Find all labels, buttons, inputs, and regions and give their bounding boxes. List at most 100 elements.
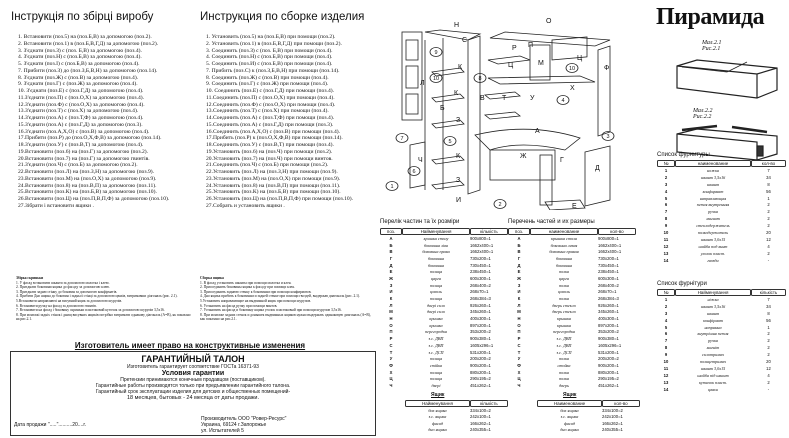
table-cell: 14 xyxy=(663,386,669,392)
table-cell: фасад xyxy=(563,420,576,426)
table-cell: полиця xyxy=(429,296,443,302)
maker-note: Изготовитель имеет право на конструктивн… xyxy=(74,341,306,350)
table-cell: стійка xyxy=(429,362,443,368)
part-letter-label: Е xyxy=(572,203,577,210)
table-cell: 2 xyxy=(767,338,770,344)
step-item: 5. Соединить (поз.И) с (поз.Б,В) при пом… xyxy=(206,61,333,67)
table-cell: кришка xyxy=(429,322,443,328)
part-letter-label: И xyxy=(456,197,461,204)
callout-circle xyxy=(556,95,570,105)
table-cell: царга xyxy=(558,275,570,281)
step-item: 15.Соединить (поз.А) с (поз.Г,Д) при пом… xyxy=(206,121,334,128)
step-item: 27.Зібрати і встановити ящики . xyxy=(18,202,94,209)
note-line: 2. Приєднати боковини ящика до фасаду за… xyxy=(16,285,110,290)
callout-number: 2 xyxy=(498,202,501,208)
table-cell: Ц xyxy=(517,376,521,382)
table-cell: кутичок пласт. xyxy=(698,379,728,385)
step-item: 19.Установить (поз.6) на (поз.Ч) при пом… xyxy=(206,148,333,155)
parts-ua-title: Перелік частин та їх розміри xyxy=(380,219,460,225)
table-cell: 268x384=3 xyxy=(470,296,491,302)
fig-label: Мал.2.2 xyxy=(693,108,713,114)
column-header: наименование xyxy=(675,160,751,167)
note-line: 3. Приєднати задню стінку до боковин за … xyxy=(16,289,118,294)
step-item: 12.З'єднати (поз.Ф) с (поз.О,Х) за допом… xyxy=(18,101,145,108)
step-item: 22.Установить (поз.Л) на (поз.З,Н) при п… xyxy=(206,169,338,175)
table-cell: шайба под винт xyxy=(698,243,728,249)
table-cell: 290x195=2 xyxy=(598,376,619,382)
table-cell: Ф xyxy=(389,362,393,368)
table-cell: ніжка xyxy=(707,296,719,302)
callout-number: 10 xyxy=(433,76,439,82)
table-cell: дверь стекло xyxy=(552,309,576,315)
table-cell: цоколь xyxy=(558,289,570,295)
step-item: 24.Установить (поз.8) на (поз.В,П) при п… xyxy=(206,182,341,189)
door-ch xyxy=(409,141,426,189)
step-item: 4. З'єднати (поз.Н) с (поз.Б,В) за допом… xyxy=(18,54,142,61)
callout-circle xyxy=(407,166,421,176)
table-cell: 2 xyxy=(767,379,770,385)
warranty-line: Гарантийные работы производятся только п… xyxy=(95,383,291,389)
table-cell: 730x200=1 xyxy=(470,255,491,261)
part-letter-label: М xyxy=(538,60,544,67)
table-cell: Г xyxy=(389,255,393,261)
part-letter-label: В xyxy=(480,95,485,102)
step-item: 13.Соединить (поз.Т) с (поз.Х) при помощ… xyxy=(206,108,329,115)
step-item: 15.З'єднати (поз.А) с (поз.Г,Д) за допом… xyxy=(18,121,143,128)
table-cell: цоколь xyxy=(430,289,442,295)
table-cell: Ф xyxy=(517,362,521,368)
ua-instructions-title: Інструкція по збірці виробу xyxy=(11,11,154,23)
table-cell: 2 xyxy=(767,250,770,256)
table-cell: крышка xyxy=(557,322,571,328)
note-line: 2. Присоединить боковины ящика к фасаду … xyxy=(200,285,295,290)
step-item: 26.Установить (поз.Ц) на (поз.П,В,П,Ф) п… xyxy=(206,196,353,202)
table-cell: 897x200=1 xyxy=(598,322,619,328)
step-item: 25.Встановити (поз.К) на (поз.Б,В) за до… xyxy=(18,189,157,196)
table-cell: З xyxy=(517,282,521,288)
table-cell: З xyxy=(389,282,393,288)
glass-door-l xyxy=(401,31,423,121)
column-header: Найменування xyxy=(675,289,751,296)
table-cell: 900x800=1 xyxy=(598,235,619,241)
table-cell: 2 xyxy=(664,303,668,309)
table-cell: Е xyxy=(517,269,521,275)
step-item: 27.Собрать и установить ящики . xyxy=(206,202,285,209)
step-item: 16.Соединить (поз.А,Х,О) с (поз.В) при п… xyxy=(206,128,341,135)
table-cell: з.с. ДСП xyxy=(556,349,572,355)
table-cell: Б xyxy=(389,242,393,248)
table-cell: 5 xyxy=(664,324,668,330)
column-header: кол-во xyxy=(602,400,640,407)
column-header: поз. xyxy=(508,228,530,235)
table-cell: 900x380=1 xyxy=(470,336,491,342)
table-cell: К xyxy=(517,296,521,302)
hardware-ua-title: Список фурнітури xyxy=(657,281,707,287)
table-cell: Л xyxy=(517,302,521,308)
table-cell: Н xyxy=(517,316,521,322)
table-cell: 880x200=1 xyxy=(470,369,491,375)
table-cell: 11 xyxy=(663,236,669,242)
table-cell: шкант 3,5х16 xyxy=(700,303,726,309)
table-cell: стеклодержатель xyxy=(696,223,730,229)
table-cell: 268x400=2 xyxy=(470,282,491,288)
table-cell: дверь стекло xyxy=(552,302,576,308)
step-item: 25.Установить (поз.К) на (поз.Б,В) при п… xyxy=(206,189,341,196)
